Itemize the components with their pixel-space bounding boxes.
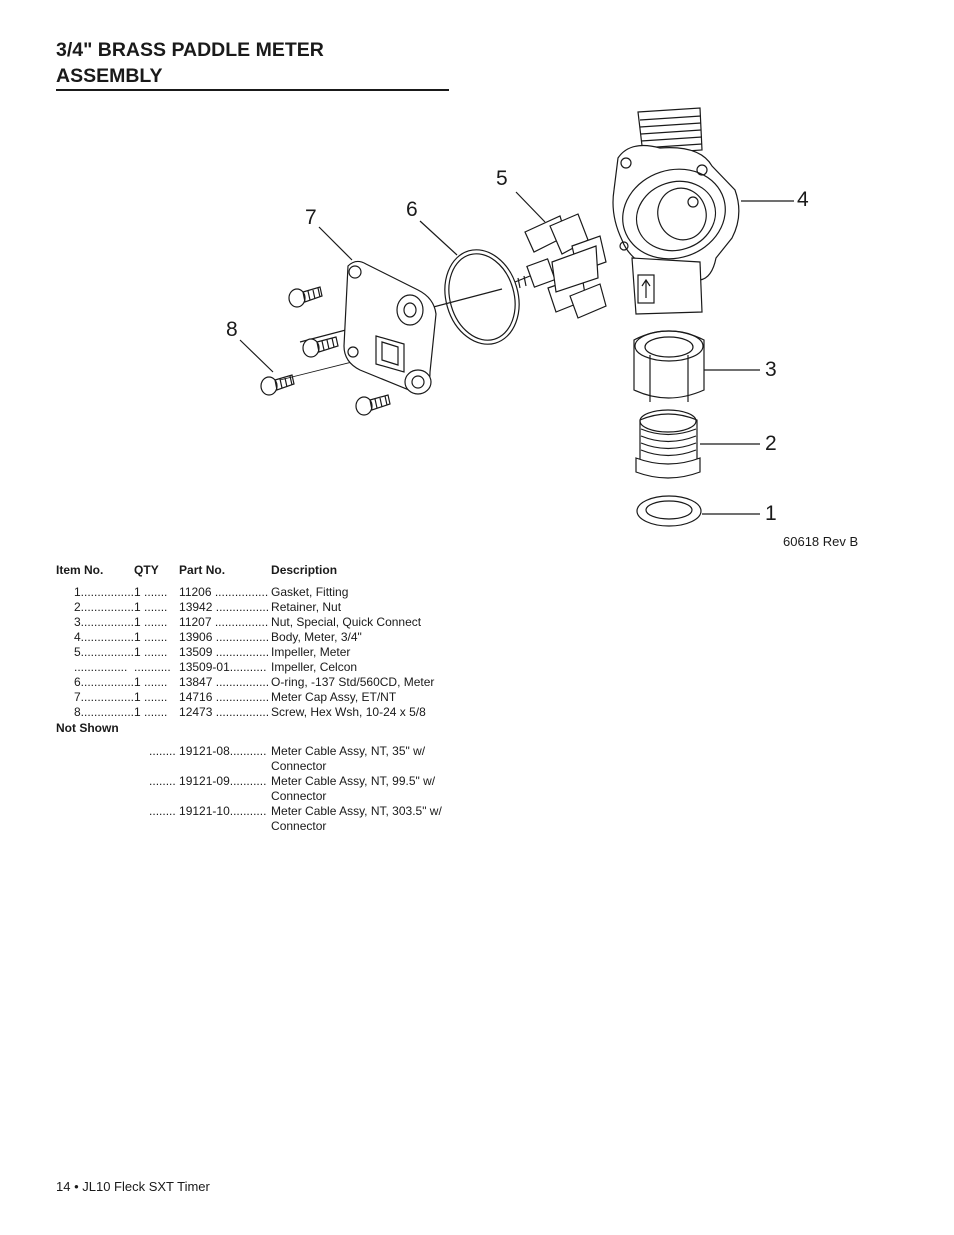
page-footer: 14 • JL10 Fleck SXT Timer <box>56 1179 210 1194</box>
fitting-gasket <box>636 495 702 527</box>
not-shown-section-row: Not Shown <box>56 720 471 744</box>
item-qty: ........ <box>149 744 176 758</box>
item-description: Meter Cable Assy, NT, 99.5" w/ Connector <box>271 774 436 803</box>
item-number: 2................ <box>74 600 135 614</box>
item-qty: 1 ....... <box>134 675 168 689</box>
leader-line-5 <box>515 191 546 223</box>
column-header-qty: QTY <box>134 563 159 577</box>
page-title-line2: ASSEMBLY <box>56 65 163 87</box>
item-number: 1................ <box>74 585 135 599</box>
item-part-number: 13906 ................ <box>179 630 270 644</box>
table-row: 7................ 1 ....... 14716 ......… <box>56 690 471 705</box>
item-part-number: 13509 ................ <box>179 645 270 659</box>
table-row: 5................ 1 ....... 13509 ......… <box>56 645 471 660</box>
leader-line-7 <box>318 226 353 261</box>
table-row: ........ 19121-09........... Meter Cable… <box>56 774 471 804</box>
parts-table-header-row: Item No. QTY Part No. Description <box>56 563 471 585</box>
table-row: 2................ 1 ....... 13942 ......… <box>56 600 471 615</box>
item-qty: 1 ....... <box>134 705 168 719</box>
item-qty: ........ <box>149 804 176 818</box>
o-ring <box>444 249 520 345</box>
callout-7: 7 <box>305 206 317 229</box>
item-description: Meter Cap Assy, ET/NT <box>271 690 397 704</box>
item-qty: 1 ....... <box>134 630 168 644</box>
leader-line-8 <box>239 339 274 373</box>
item-number: 6................ <box>74 675 135 689</box>
callout-6: 6 <box>406 198 418 221</box>
item-qty: ........ <box>149 774 176 788</box>
item-qty: 1 ....... <box>134 585 168 599</box>
item-qty: ........... <box>134 660 171 674</box>
item-part-number: 14716 ................ <box>179 690 270 704</box>
table-row: 8................ 1 ....... 12473 ......… <box>56 705 471 720</box>
callout-5: 5 <box>496 167 508 190</box>
item-part-number: 13942 ................ <box>179 600 270 614</box>
item-description: Impeller, Meter <box>271 645 351 659</box>
column-header-description: Description <box>271 563 338 577</box>
screw-2 <box>302 336 339 358</box>
item-part-number: 19121-09........... <box>179 774 267 788</box>
meter-cap <box>343 260 437 395</box>
item-part-number: 11207 ................ <box>179 615 269 629</box>
item-description: Nut, Special, Quick Connect <box>271 615 422 629</box>
item-part-number: 12473 ................ <box>179 705 270 719</box>
screw-1 <box>288 286 323 308</box>
table-row: 1................ 1 ....... 11206 ......… <box>56 585 471 600</box>
item-description: Meter Cable Assy, NT, 303.5" w/ Connecto… <box>271 804 442 833</box>
column-header-part-no: Part No. <box>179 563 226 577</box>
page-title-line1: 3/4" BRASS PADDLE METER <box>56 39 324 61</box>
impeller <box>514 213 607 319</box>
column-header-item-no: Item No. <box>56 563 104 577</box>
item-part-number: 11206 ................ <box>179 585 269 599</box>
callout-2: 2 <box>765 432 777 455</box>
callout-4: 4 <box>797 188 809 211</box>
table-row: 6................ 1 ....... 13847 ......… <box>56 675 471 690</box>
retainer-nut <box>635 409 701 479</box>
item-description: Retainer, Nut <box>271 600 342 614</box>
item-description: Body, Meter, 3/4" <box>271 630 362 644</box>
item-part-number: 19121-08........... <box>179 744 267 758</box>
item-qty: 1 ....... <box>134 600 168 614</box>
hex-screws <box>260 286 391 416</box>
item-description: O-ring, -137 Std/560CD, Meter <box>271 675 435 689</box>
item-description: Screw, Hex Wsh, 10-24 x 5/8 <box>271 705 426 719</box>
exploded-assembly-diagram <box>239 107 794 527</box>
meter-body <box>612 107 740 315</box>
item-part-number: 19121-10........... <box>179 804 267 818</box>
callout-1: 1 <box>765 502 777 525</box>
callout-3: 3 <box>765 358 777 381</box>
page-title: 3/4" BRASS PADDLE METER ASSEMBLY <box>56 37 449 91</box>
item-number: 3................ <box>74 615 135 629</box>
item-description: Meter Cable Assy, NT, 35" w/ Connector <box>271 744 426 773</box>
item-part-number: 13509-01........... <box>179 660 267 674</box>
item-description: Impeller, Celcon <box>271 660 358 674</box>
item-part-number: 13847 ................ <box>179 675 270 689</box>
table-row: ........ 19121-10........... Meter Cable… <box>56 804 471 834</box>
table-row: 4................ 1 ....... 13906 ......… <box>56 630 471 645</box>
item-qty: 1 ....... <box>134 690 168 704</box>
parts-list-table: Item No. QTY Part No. Description 1.....… <box>56 563 471 834</box>
table-row: ................ ........... 13509-01...… <box>56 660 471 675</box>
item-number: 8................ <box>74 705 135 719</box>
leader-line-6 <box>419 220 458 256</box>
item-qty: 1 ....... <box>134 645 168 659</box>
table-row: 3................ 1 ....... 11207 ......… <box>56 615 471 630</box>
hex-nut <box>633 330 705 402</box>
not-shown-label: Not Shown <box>56 721 119 735</box>
item-qty: 1 ....... <box>134 615 168 629</box>
table-row: ........ 19121-08........... Meter Cable… <box>56 744 471 774</box>
item-number: 5................ <box>74 645 135 659</box>
item-number: ................ <box>74 660 128 674</box>
callout-8: 8 <box>226 318 238 341</box>
item-number: 4................ <box>74 630 135 644</box>
item-number: 7................ <box>74 690 135 704</box>
item-description: Gasket, Fitting <box>271 585 349 599</box>
drawing-revision-label: 60618 Rev B <box>783 534 859 549</box>
screw-4 <box>355 394 391 416</box>
screw-3 <box>260 374 295 396</box>
